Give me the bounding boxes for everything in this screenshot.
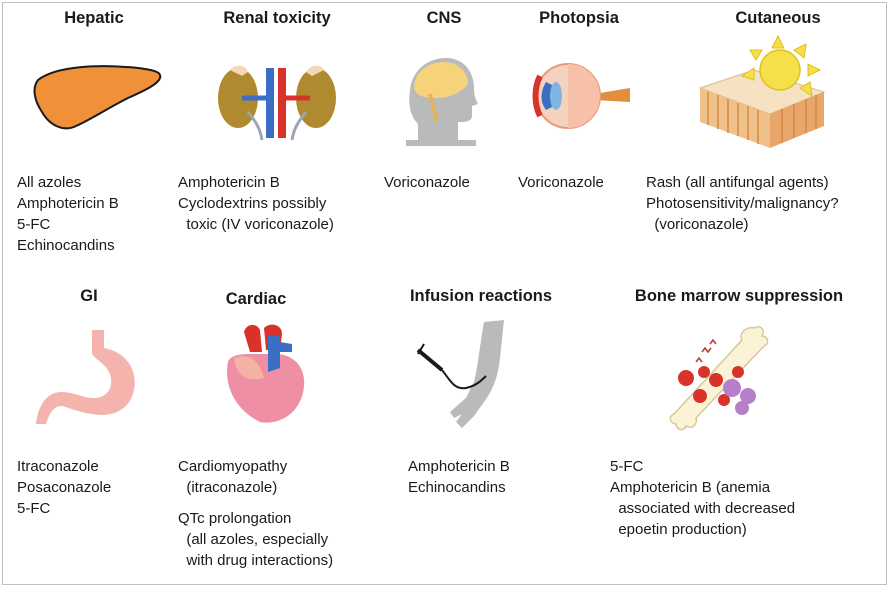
- photopsia-title: Photopsia: [539, 9, 619, 27]
- skin-sun-icon: [698, 34, 826, 148]
- cardiac-text: Cardiomyopathy (itraconazole) QTc prolon…: [178, 458, 334, 569]
- hepatic-title: Hepatic: [64, 9, 124, 27]
- cutaneous-title: Cutaneous: [735, 9, 821, 27]
- kidneys-icon: [218, 65, 336, 141]
- infusion-text: Amphotericin B Echinocandins: [408, 458, 510, 496]
- iv-arm-icon: [416, 320, 504, 428]
- cns-text: Voriconazole: [384, 174, 470, 191]
- infusion-title: Infusion reactions: [409, 287, 553, 305]
- cutaneous-text: Rash (all antifungal agents) Photosensit…: [646, 174, 839, 233]
- liver-icon: [33, 65, 162, 130]
- renal-text: Amphotericin B Cyclodextrins possibly to…: [178, 174, 334, 233]
- gi-text: Itraconazole Posaconazole 5-FC: [17, 458, 112, 517]
- cardiac-title: Cardiac: [225, 290, 287, 308]
- head-brain-icon: [406, 58, 478, 146]
- eye-icon: [532, 63, 630, 129]
- marrow-title: Bone marrow suppression: [634, 287, 844, 305]
- marrow-text: 5-FC Amphotericin B (anemia associated w…: [610, 458, 796, 538]
- photopsia-text: Voriconazole: [518, 174, 604, 191]
- heart-icon: [227, 324, 305, 423]
- hepatic-text: All azoles Amphotericin B 5-FC Echinocan…: [17, 174, 119, 254]
- cns-title: CNS: [426, 9, 462, 27]
- bone-marrow-icon: [669, 325, 769, 431]
- stomach-icon: [36, 330, 135, 424]
- renal-title: Renal toxicity: [223, 9, 331, 27]
- gi-title: GI: [80, 287, 98, 305]
